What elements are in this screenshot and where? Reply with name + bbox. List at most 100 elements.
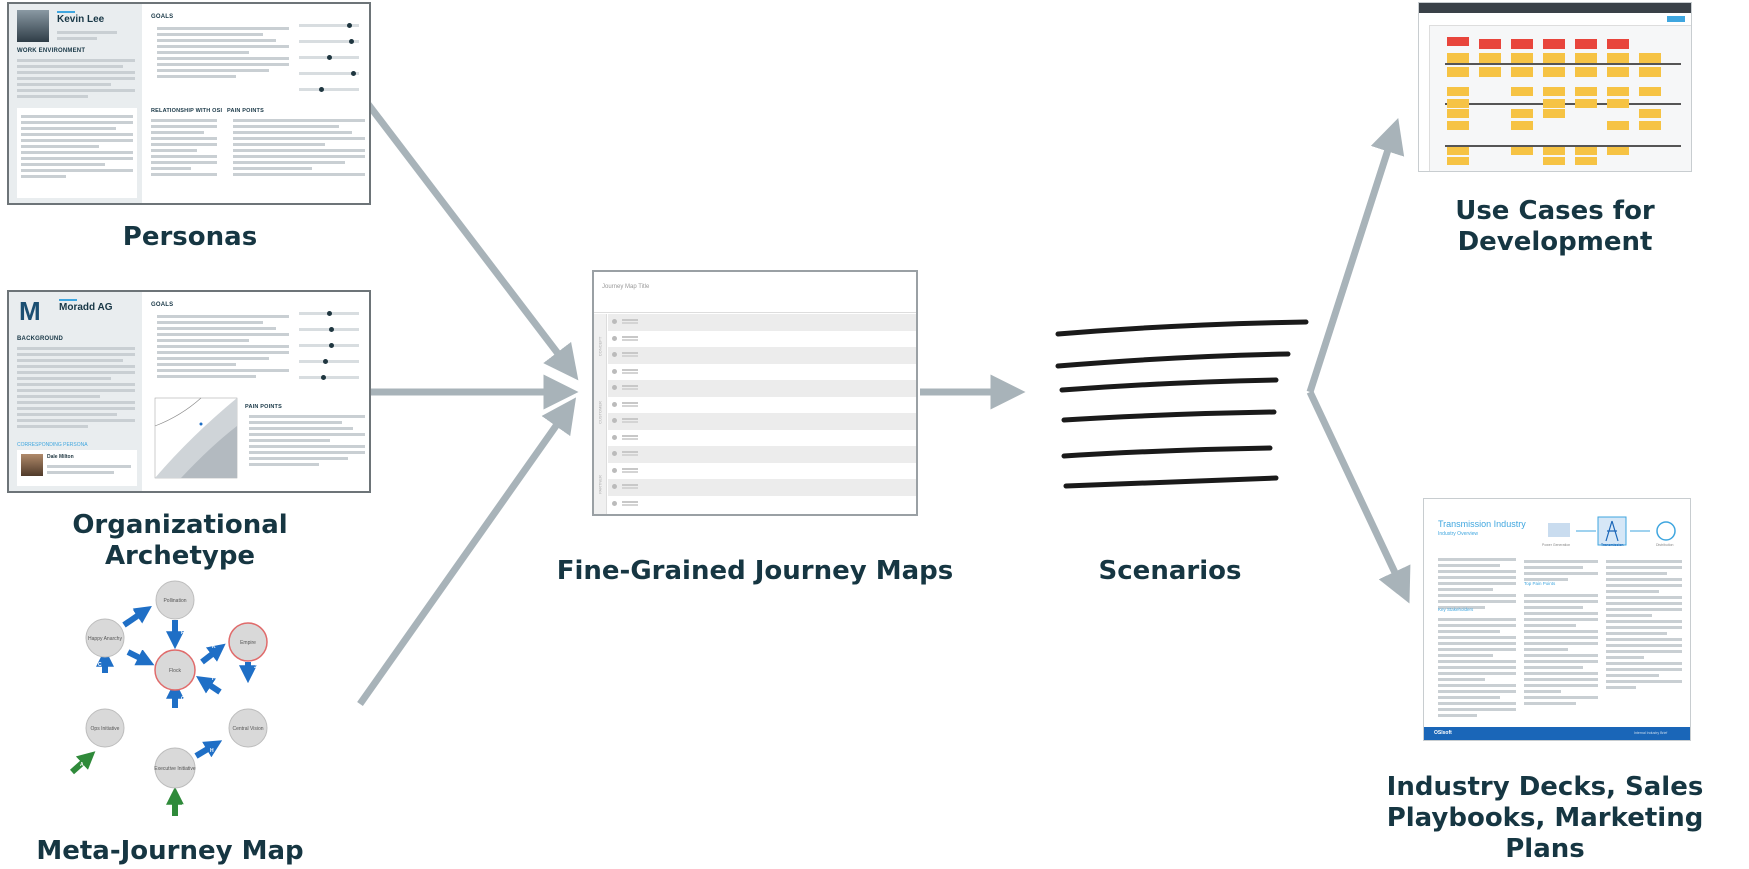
meta-node-central-vision xyxy=(228,708,268,748)
org-section-goals: GOALS xyxy=(151,302,174,308)
use-cases-board xyxy=(1418,2,1692,172)
sticky-note-header xyxy=(1543,39,1565,49)
sticky-note xyxy=(1607,147,1629,155)
sticky-note xyxy=(1511,147,1533,155)
caption-industry: Industry Decks, Sales Playbooks, Marketi… xyxy=(1386,772,1704,865)
journey-map-row-text xyxy=(622,401,638,404)
meta-edge-letter-d: D xyxy=(130,608,134,614)
sticky-note xyxy=(1575,67,1597,77)
persona-sliders xyxy=(299,14,363,102)
meta-label-ops-initiative: Ops Initiative xyxy=(91,726,120,732)
journey-map-row xyxy=(608,347,916,364)
use-cases-titlebar xyxy=(1419,3,1691,13)
org-quadrant-chart xyxy=(154,397,238,479)
sticky-note xyxy=(1543,87,1565,96)
journey-map-row-icon xyxy=(612,368,617,374)
sticky-note xyxy=(1447,157,1469,165)
journey-map-row-icon xyxy=(612,352,617,357)
sticky-note xyxy=(1447,87,1469,96)
scenario-line-3 xyxy=(1059,377,1279,393)
journey-map-row-text xyxy=(622,352,638,354)
journey-map-row-text xyxy=(622,319,638,321)
journey-map-row xyxy=(608,314,916,331)
industry-doc-footer-right: Internal Industry Brief xyxy=(1634,731,1668,735)
meta-node-pollination xyxy=(155,580,195,620)
journey-map-title: Journey Map Title xyxy=(602,284,650,290)
meta-label-central-vision: Central Vision xyxy=(232,726,263,732)
journey-map-row-text xyxy=(622,335,638,338)
sticky-note xyxy=(1479,53,1501,63)
industry-doc-col2-body xyxy=(1524,557,1598,584)
persona-section-relationship: RELATIONSHIP WITH OSI xyxy=(151,108,223,114)
meta-edge-letter-j: J xyxy=(254,664,257,670)
industry-doc-col1-intro xyxy=(1438,555,1516,612)
persona-role xyxy=(57,28,127,43)
journey-map-card: Journey Map Title CONCEPT CUSTOMER PARTN… xyxy=(592,270,918,516)
meta-edge-letter-l: L xyxy=(220,734,223,740)
journey-map-row-text xyxy=(622,467,638,470)
sticky-note-header xyxy=(1447,37,1469,46)
journey-map-row-icon xyxy=(612,434,617,440)
journey-map-row-icon xyxy=(612,401,617,407)
sticky-note xyxy=(1639,87,1661,96)
persona-card: Kevin Lee WORK ENVIRONMENT GOALS RELATIO… xyxy=(7,2,371,205)
caption-meta-journey: Meta-Journey Map xyxy=(36,836,304,866)
caption-use-cases: Use Cases for Development xyxy=(1455,196,1655,258)
sticky-note xyxy=(1639,67,1661,77)
journey-map-row xyxy=(608,495,916,512)
arrow-personas-to-journey xyxy=(365,101,579,381)
scenario-lines xyxy=(1055,319,1309,489)
meta-edge-h xyxy=(194,740,223,759)
journey-map-row xyxy=(608,380,916,397)
meta-edge-letter-h: H xyxy=(210,748,214,754)
journey-map-row xyxy=(608,479,916,496)
journey-map-row-icon xyxy=(612,484,617,489)
sticky-note xyxy=(1607,53,1629,63)
scenario-line-4 xyxy=(1061,409,1277,423)
journey-map-lane-label-2: CUSTOMER xyxy=(597,401,603,424)
sticky-note xyxy=(1447,53,1469,63)
org-name: Moradd AG xyxy=(59,302,113,313)
sticky-note-header xyxy=(1479,39,1501,49)
sticky-note xyxy=(1607,67,1629,77)
persona-quote-box xyxy=(17,108,137,198)
sticky-note xyxy=(1607,99,1629,108)
journey-map-row-icon xyxy=(612,335,617,341)
persona-relationship-text xyxy=(151,116,217,179)
scenario-line-5 xyxy=(1061,445,1273,459)
org-goals-text xyxy=(157,312,289,381)
sticky-note xyxy=(1543,53,1565,63)
industry-doc-stage-icons xyxy=(1548,516,1676,546)
journey-map-lane-column xyxy=(594,314,607,514)
journey-map-lane-label-3: PARTNER xyxy=(597,475,603,494)
sticky-note xyxy=(1511,121,1533,130)
journey-map-lanes xyxy=(594,314,916,514)
persona-section-work: WORK ENVIRONMENT xyxy=(17,48,86,54)
sticky-note xyxy=(1639,109,1661,118)
meta-node-empire xyxy=(228,622,268,662)
meta-label-flock: Flock xyxy=(169,668,181,674)
journey-map-row-icon xyxy=(612,500,617,506)
persona-section-pain: PAIN POINTS xyxy=(227,108,264,114)
journey-map-row-text xyxy=(622,500,638,503)
sticky-note xyxy=(1511,53,1533,63)
sticky-note xyxy=(1543,109,1565,118)
journey-map-row-icon xyxy=(612,418,617,423)
distribution-icon xyxy=(1656,521,1676,541)
sticky-note xyxy=(1447,109,1469,118)
journey-map-lane-label-1: CONCEPT xyxy=(597,336,603,357)
use-cases-share-button[interactable] xyxy=(1667,16,1685,22)
arrow-scenarios-to-usecases xyxy=(1306,118,1405,394)
journey-map-row xyxy=(608,396,916,413)
sticky-note xyxy=(1543,147,1565,155)
industry-doc-title: Transmission Industry xyxy=(1438,519,1526,529)
sticky-note-header xyxy=(1575,39,1597,49)
journey-map-row-text xyxy=(622,368,638,371)
sticky-note xyxy=(1447,99,1469,108)
industry-doc-subtitle: Industry Overview xyxy=(1438,531,1479,537)
sticky-note xyxy=(1511,67,1533,77)
persona-work-text xyxy=(17,56,135,101)
caption-scenarios: Scenarios xyxy=(1098,556,1242,586)
org-persona-name: Dale Milton xyxy=(47,454,74,460)
persona-photo xyxy=(17,10,49,42)
